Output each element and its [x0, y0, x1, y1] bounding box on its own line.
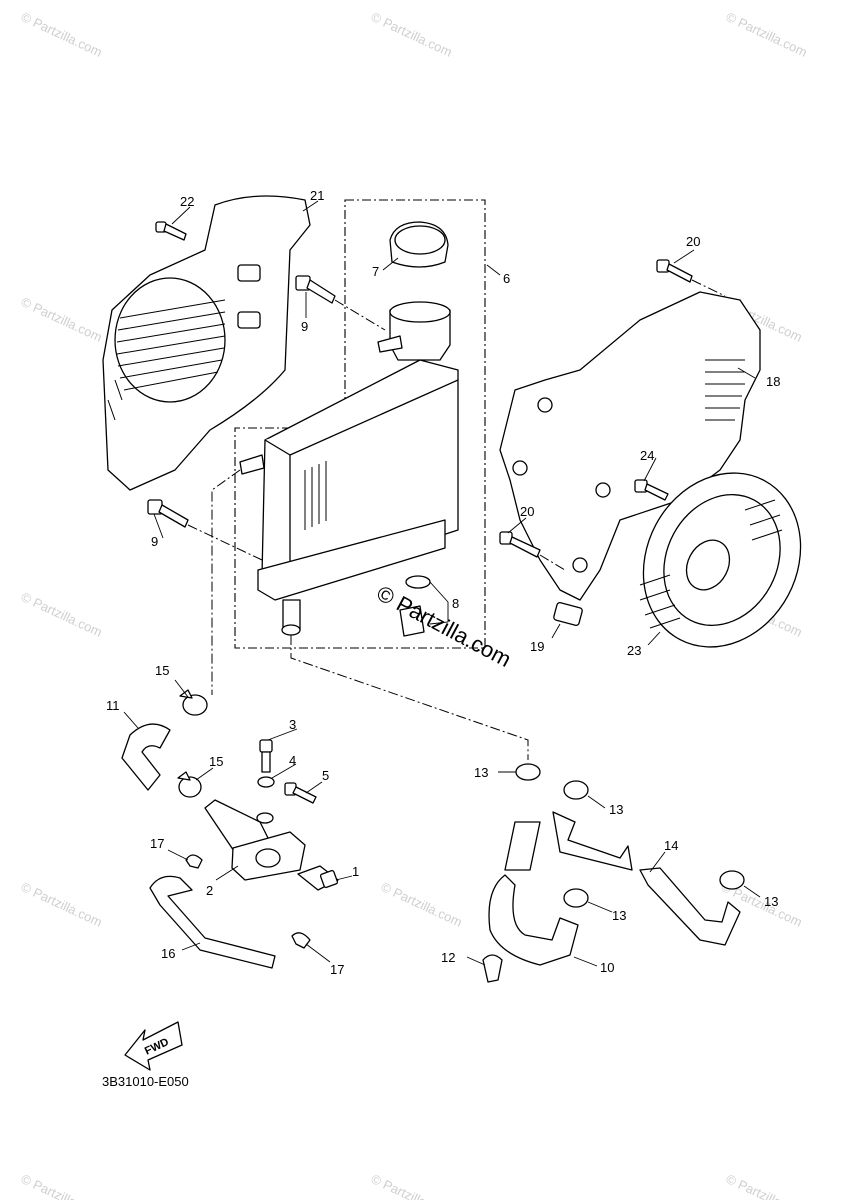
- callout-18: 18: [766, 374, 780, 389]
- hose-clamp-17-upper: [185, 854, 203, 869]
- hose-11: [121, 723, 171, 791]
- callout-14: 14: [664, 838, 678, 853]
- leader-chain: [539, 554, 566, 571]
- hose-clamp-17-lower: [291, 932, 311, 949]
- cooling-fan: [639, 472, 802, 648]
- callout-13: 13: [474, 765, 488, 780]
- radiator-cap: [389, 221, 449, 268]
- bolt-9-upper: [295, 275, 336, 304]
- leader-chain: [691, 279, 726, 297]
- callout-15: 15: [155, 663, 169, 678]
- grommet-19: [553, 601, 583, 627]
- shroud: [499, 291, 761, 601]
- callout-7: 7: [372, 264, 379, 279]
- watermark: © Partzilla.com: [19, 294, 105, 345]
- bolt-20-lower: [499, 531, 541, 558]
- callout-6: 6: [503, 271, 510, 286]
- callout-labels: 22 21 7 6 9 20 18 24 20 9 8 19 23 15 11 …: [106, 188, 780, 977]
- leader-chain: [334, 299, 386, 331]
- hose-clamp-13-d: [719, 870, 745, 890]
- leader-chain: [290, 635, 529, 760]
- bolt-5: [284, 782, 317, 804]
- diagram-code: 3B31010-E050: [102, 1074, 189, 1089]
- callout-17: 17: [330, 962, 344, 977]
- thermostat-housing-2: [204, 799, 306, 881]
- watermark: © Partzilla.com: [19, 9, 105, 60]
- radiator: [239, 301, 459, 636]
- bolt-9-lower: [147, 499, 189, 528]
- callout-20: 20: [520, 504, 534, 519]
- hose-10: [488, 821, 579, 966]
- watermark: © Partzilla.com: [19, 1171, 105, 1200]
- leader-chain: [211, 469, 241, 695]
- leader-lines: [123, 200, 761, 967]
- callout-4: 4: [289, 753, 296, 768]
- watermark: © Partzilla.com: [724, 9, 810, 60]
- callout-13: 13: [609, 802, 623, 817]
- callout-22: 22: [180, 194, 194, 209]
- callout-1: 1: [352, 864, 359, 879]
- callout-15: 15: [209, 754, 223, 769]
- callout-8: 8: [452, 596, 459, 611]
- callout-21: 21: [310, 188, 324, 203]
- hose-clamp-13-b: [563, 780, 589, 800]
- callout-9: 9: [151, 534, 158, 549]
- screw-22: [155, 221, 187, 241]
- bolt-20-upper: [656, 259, 693, 283]
- callout-20: 20: [686, 234, 700, 249]
- callout-9: 9: [301, 319, 308, 334]
- watermark: © Partzilla.com: [369, 9, 455, 60]
- callout-23: 23: [627, 643, 641, 658]
- bolt-24: [634, 479, 669, 501]
- callout-12: 12: [441, 950, 455, 965]
- hose-clamp-13-a: [515, 763, 541, 781]
- hose-16: [149, 875, 276, 969]
- callout-17: 17: [150, 836, 164, 851]
- hose-14: [552, 811, 741, 946]
- callout-13: 13: [764, 894, 778, 909]
- center-watermark: © Partzilla.com: [373, 580, 516, 672]
- callout-13: 13: [612, 908, 626, 923]
- watermark: © Partzilla.com: [724, 1171, 810, 1200]
- drain-bolt-8: [399, 575, 431, 637]
- callout-5: 5: [322, 768, 329, 783]
- watermark: © Partzilla.com: [19, 879, 105, 930]
- callout-3: 3: [289, 717, 296, 732]
- thermo-sensor-1: [297, 865, 339, 891]
- bolt-3: [259, 739, 273, 773]
- hose-clamp-13-c: [563, 888, 589, 908]
- watermark: © Partzilla.com: [19, 589, 105, 640]
- washer-4: [257, 776, 275, 788]
- leader-chain: [187, 524, 263, 561]
- callout-24: 24: [640, 448, 654, 463]
- callout-2: 2: [206, 883, 213, 898]
- callout-11: 11: [106, 698, 120, 713]
- watermark: © Partzilla.com: [379, 879, 465, 930]
- hose-clamp-15-upper: [179, 689, 208, 716]
- hose-clamp-15-lower: [177, 771, 202, 798]
- watermark: © Partzilla.com: [369, 1171, 455, 1200]
- callout-16: 16: [161, 946, 175, 961]
- radiator-cover: [102, 195, 311, 491]
- callout-10: 10: [600, 960, 614, 975]
- fwd-arrow: FWD: [124, 1021, 183, 1071]
- callout-19: 19: [530, 639, 544, 654]
- clip-12: [482, 954, 503, 983]
